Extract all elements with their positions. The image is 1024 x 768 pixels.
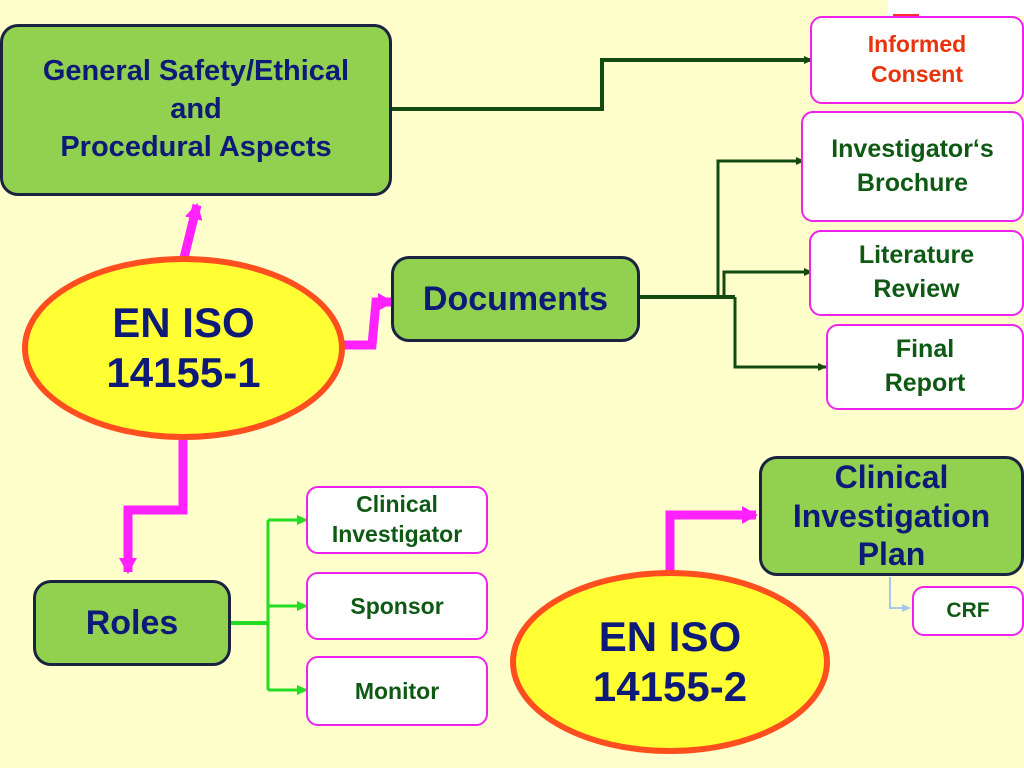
header-tab-marker <box>893 14 919 17</box>
en-iso-14155-2-label: EN ISO 14155-2 <box>592 613 748 710</box>
clinical-investigation-plan-label: Clinical Investigation Plan <box>792 459 991 573</box>
en-iso-14155-1-ellipse: EN ISO 14155-1 <box>22 256 345 440</box>
documents-box: Documents <box>391 256 640 342</box>
roles-label: Roles <box>85 603 179 642</box>
connector-documents-to-literature <box>722 268 813 297</box>
en-iso-14155-2-ellipse: EN ISO 14155-2 <box>510 570 830 754</box>
connector-iso2-to-plan <box>665 506 758 572</box>
general-safety-label: General Safety/Ethical and Procedural As… <box>42 55 350 163</box>
header-tab <box>888 0 1024 16</box>
clinical-investigator-label: Clinical Investigator <box>331 491 463 547</box>
sponsor-label: Sponsor <box>350 592 444 619</box>
connector-iso1-to-documents <box>344 293 394 350</box>
clinical-investigation-plan-box: Clinical Investigation Plan <box>759 456 1024 576</box>
roles-box: Roles <box>33 580 231 666</box>
connector-documents-to-final-report <box>733 297 827 371</box>
connector-plan-to-crf <box>889 577 911 612</box>
monitor-label: Monitor <box>354 677 440 704</box>
literature-review-label: Literature Review <box>858 241 975 303</box>
connector-iso1-to-general-safety <box>178 203 203 264</box>
documents-label: Documents <box>422 279 609 318</box>
crf-box: CRF <box>912 586 1024 636</box>
clinical-investigator-box: Clinical Investigator <box>306 486 488 554</box>
final-report-label: Final Report <box>884 335 966 397</box>
general-safety-box: General Safety/Ethical and Procedural As… <box>0 24 392 196</box>
investigators-brochure-label: Investigator‘s Brochure <box>831 134 994 197</box>
final-report-box: Final Report <box>826 324 1024 410</box>
investigators-brochure-box: Investigator‘s Brochure <box>801 111 1024 222</box>
connector-documents-to-brochure <box>716 157 805 297</box>
literature-review-box: Literature Review <box>809 230 1024 316</box>
sponsor-box: Sponsor <box>306 572 488 640</box>
connector-general-safety-to-informed-consent <box>392 56 813 111</box>
crf-label: CRF <box>946 599 990 622</box>
informed-consent-label: Informed Consent <box>867 31 967 87</box>
monitor-box: Monitor <box>306 656 488 726</box>
informed-consent-box: Informed Consent <box>810 16 1024 104</box>
connector-iso1-to-roles <box>119 440 188 574</box>
en-iso-14155-1-label: EN ISO 14155-1 <box>106 299 261 396</box>
